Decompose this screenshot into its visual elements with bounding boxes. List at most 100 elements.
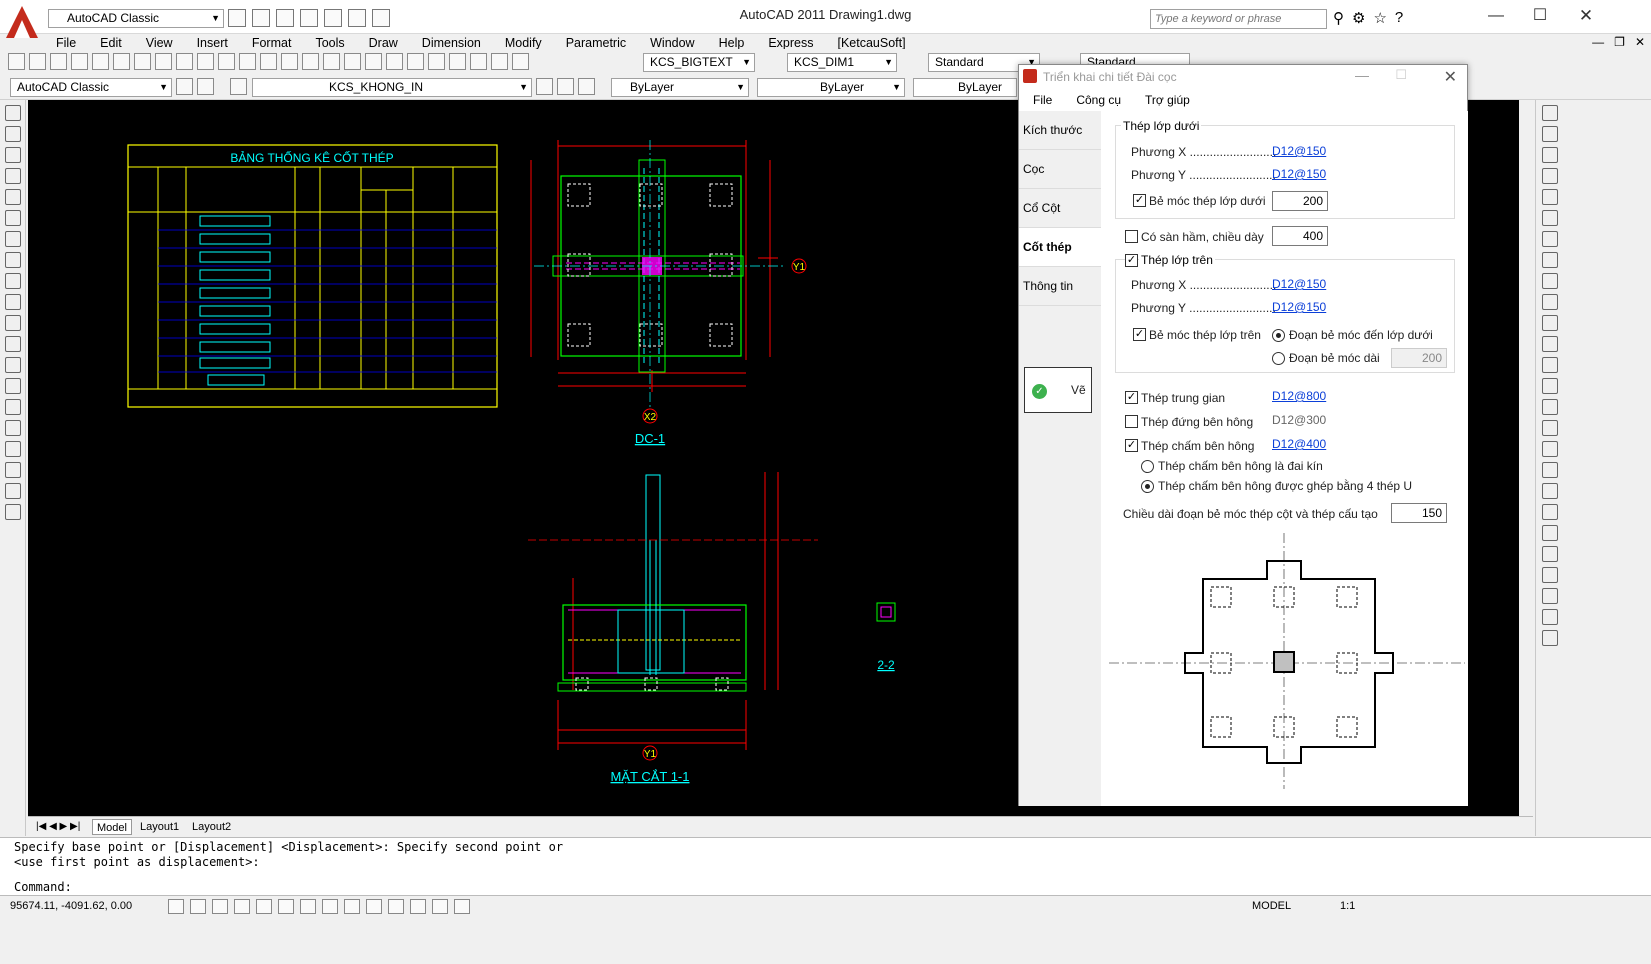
dialog-menu-file[interactable]: File xyxy=(1033,93,1053,107)
copy-icon[interactable] xyxy=(176,53,193,70)
dim-baseline-icon[interactable] xyxy=(1542,294,1558,310)
menu-tools[interactable]: Tools xyxy=(315,36,345,50)
center-mark-icon[interactable] xyxy=(1542,399,1558,415)
3d-dwf-icon[interactable] xyxy=(134,53,151,70)
sheet-set-icon[interactable] xyxy=(449,53,466,70)
top-x-link[interactable]: D12@150 xyxy=(1272,277,1327,291)
save-icon[interactable] xyxy=(50,53,67,70)
tab-layout1[interactable]: Layout1 xyxy=(140,821,180,833)
vertical-scrollbar[interactable] xyxy=(1519,100,1533,816)
dim-aligned-icon[interactable] xyxy=(1542,126,1558,142)
calculator-icon[interactable] xyxy=(491,53,508,70)
print-icon[interactable] xyxy=(71,53,88,70)
design-center-icon[interactable] xyxy=(407,53,424,70)
dim-edit-icon[interactable] xyxy=(1542,462,1558,478)
tab-reinforcement[interactable]: Cốt thép xyxy=(1019,228,1101,267)
menu-draw[interactable]: Draw xyxy=(368,36,398,50)
lwt-icon[interactable] xyxy=(388,899,404,914)
table-icon[interactable] xyxy=(5,462,21,478)
infer-icon[interactable] xyxy=(168,899,184,914)
menu-view[interactable]: View xyxy=(145,36,173,50)
dim-diameter-icon[interactable] xyxy=(1542,231,1558,247)
jogged-linear-icon[interactable] xyxy=(1542,441,1558,457)
menu-insert[interactable]: Insert xyxy=(196,36,228,50)
dim-ordinate-icon[interactable] xyxy=(1542,168,1558,184)
tab-layout2[interactable]: Layout2 xyxy=(192,821,232,833)
ellipse-icon[interactable] xyxy=(5,294,21,310)
dim-update-icon[interactable] xyxy=(1542,504,1558,520)
grid-icon[interactable] xyxy=(212,899,228,914)
dim-radius-icon[interactable] xyxy=(1542,189,1558,205)
dim-linear-icon[interactable] xyxy=(1542,105,1558,121)
qp-icon[interactable] xyxy=(432,899,448,914)
layer-previous-icon[interactable] xyxy=(557,78,574,95)
layer-manager-icon[interactable] xyxy=(197,78,214,95)
bottom-y-link[interactable]: D12@150 xyxy=(1272,167,1327,181)
menu-express[interactable]: Express xyxy=(768,36,814,50)
bottom-x-link[interactable]: D12@150 xyxy=(1272,144,1327,158)
ellipse-arc-icon[interactable] xyxy=(5,315,21,331)
tab-dimensions[interactable]: Kích thước xyxy=(1019,111,1101,150)
tools-icon[interactable]: ⚙ xyxy=(1352,10,1366,27)
send-under-icon[interactable] xyxy=(1542,630,1558,646)
top-layer-checkbox[interactable]: ✓ xyxy=(1125,254,1138,267)
autocad-logo-icon[interactable] xyxy=(2,2,42,42)
menu-window[interactable]: Window xyxy=(650,36,695,50)
mid-bar-link[interactable]: D12@800 xyxy=(1272,389,1327,403)
dialog-maximize-button[interactable]: ☐ xyxy=(1395,67,1407,82)
doc-close-button[interactable]: ✕ xyxy=(1634,35,1645,49)
gradient-icon[interactable] xyxy=(5,420,21,436)
plot-icon[interactable] xyxy=(372,9,390,27)
draw-order-icon[interactable] xyxy=(1542,546,1558,562)
tolerance-icon[interactable] xyxy=(1542,378,1558,394)
undo-icon[interactable] xyxy=(260,53,277,70)
dialog-menu-help[interactable]: Trợ giúp xyxy=(1145,93,1190,107)
tpy-icon[interactable] xyxy=(410,899,426,914)
help-icon[interactable] xyxy=(512,53,529,70)
dim-continue-icon[interactable] xyxy=(1542,315,1558,331)
bring-above-icon[interactable] xyxy=(1542,609,1558,625)
zoom-realtime-icon[interactable] xyxy=(323,53,340,70)
side-tie-link[interactable]: D12@400 xyxy=(1272,437,1327,451)
bring-front-icon[interactable] xyxy=(1542,567,1558,583)
command-prompt[interactable]: Command: xyxy=(14,880,72,894)
bottom-hook-input[interactable]: 200 xyxy=(1272,191,1328,211)
doc-minimize-button[interactable]: — xyxy=(1592,35,1605,49)
menu-parametric[interactable]: Parametric xyxy=(565,36,627,50)
layer-properties-icon[interactable] xyxy=(230,78,247,95)
doc-restore-button[interactable]: ❐ xyxy=(1614,35,1625,49)
save-as-icon[interactable] xyxy=(300,9,318,27)
preview-icon[interactable] xyxy=(92,53,109,70)
dim-text-edit-icon[interactable] xyxy=(1542,483,1558,499)
line-icon[interactable] xyxy=(5,105,21,121)
annotation-scale[interactable]: 1:1 xyxy=(1340,900,1356,912)
polar-icon[interactable] xyxy=(256,899,272,914)
otrack-icon[interactable] xyxy=(322,899,338,914)
make-current-icon[interactable] xyxy=(536,78,553,95)
menu-file[interactable]: File xyxy=(56,36,77,50)
osnap-icon[interactable] xyxy=(278,899,294,914)
redo-icon[interactable] xyxy=(348,9,366,27)
table-style-select[interactable]: Standard▼ xyxy=(928,53,1040,72)
text-style-select[interactable]: KCS_BIGTEXT▼ xyxy=(643,53,755,72)
region-icon[interactable] xyxy=(5,441,21,457)
layer-select[interactable]: KCS_KHONG_IN▼ xyxy=(252,78,532,97)
gear-icon[interactable] xyxy=(176,78,193,95)
search-input[interactable]: Type a keyword or phrase xyxy=(1150,9,1327,29)
mtext-icon[interactable] xyxy=(5,483,21,499)
tab-model[interactable]: Model xyxy=(92,819,132,835)
save-icon[interactable] xyxy=(276,9,294,27)
zoom-previous-icon[interactable] xyxy=(365,53,382,70)
top-hook-checkbox[interactable]: ✓ xyxy=(1133,328,1146,341)
block-editor-icon[interactable] xyxy=(239,53,256,70)
cut-icon[interactable] xyxy=(155,53,172,70)
top-hook-option1-radio[interactable] xyxy=(1272,329,1285,342)
quick-dim-icon[interactable] xyxy=(1542,273,1558,289)
help-icon[interactable]: ? xyxy=(1394,9,1404,26)
side-tie-checkbox[interactable]: ✓ xyxy=(1125,439,1138,452)
tab-piles[interactable]: Cọc xyxy=(1019,150,1101,189)
lineweight-select[interactable]: ByLayer xyxy=(913,78,1017,97)
dialog-menu-tools[interactable]: Công cụ xyxy=(1076,93,1122,107)
ducs-icon[interactable] xyxy=(344,899,360,914)
dialog-close-button[interactable]: ✕ xyxy=(1443,69,1457,86)
